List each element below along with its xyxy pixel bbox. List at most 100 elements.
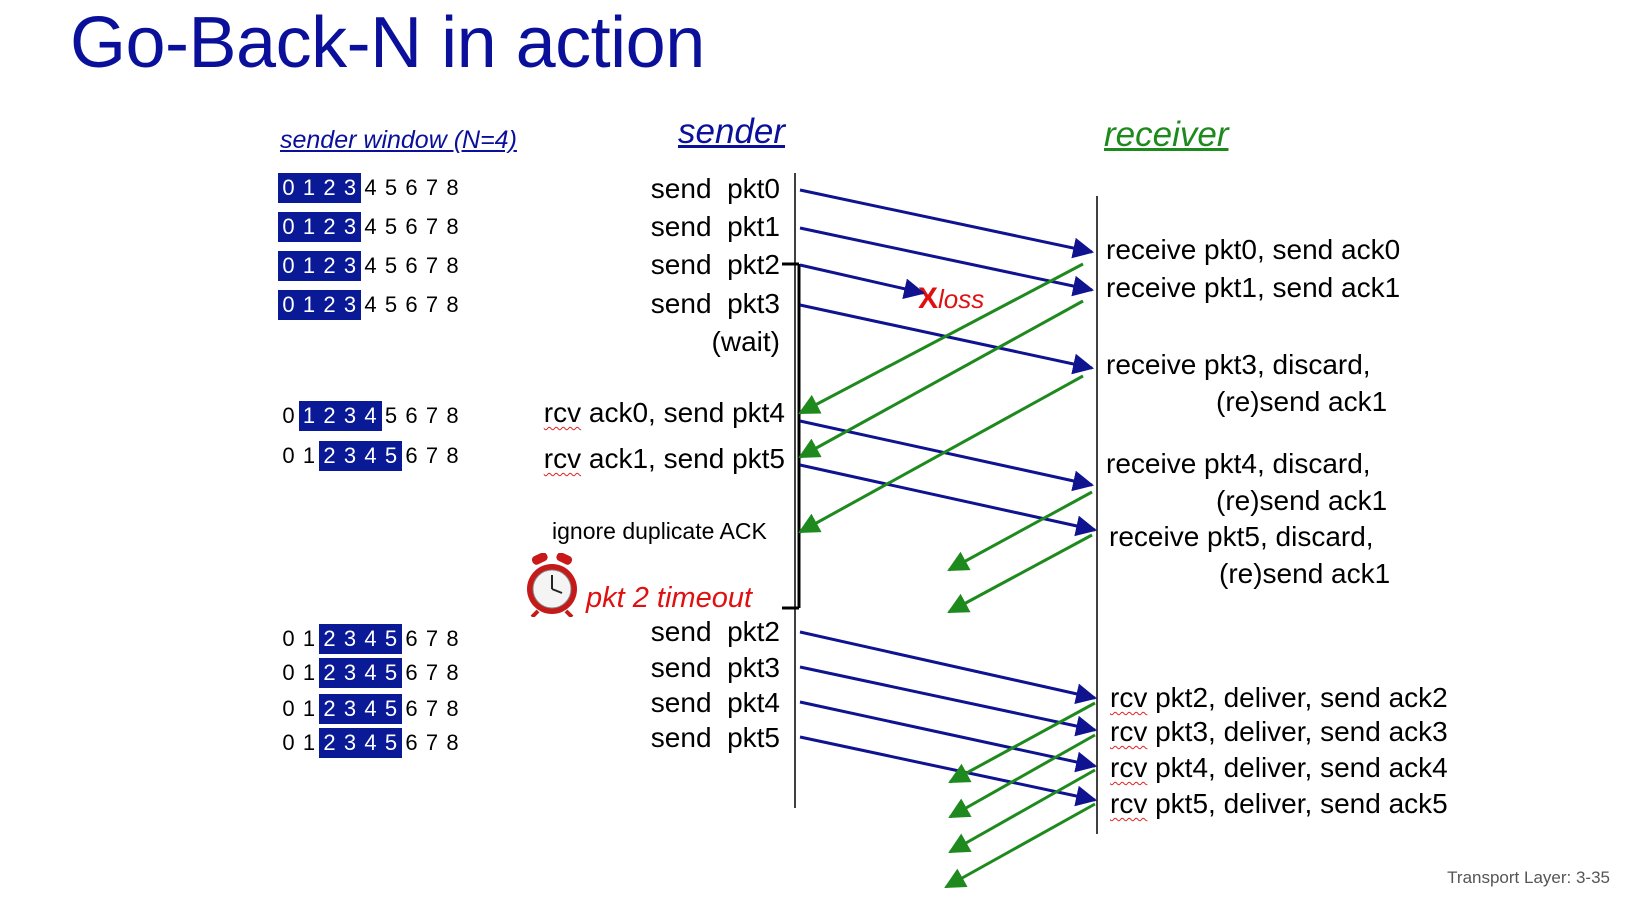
window-highlight [319,658,402,688]
sequence-number: 2 [323,626,336,651]
window-highlight [278,173,361,203]
arrow-pkt2-lost [799,263,926,300]
arrow-pkt5 [799,463,1098,537]
sequence-number: 2 [323,660,336,685]
sequence-number: 1 [302,730,316,755]
sender-event: send pkt4 [651,686,780,720]
receiver-event-text: pkt5, deliver, send ack5 [1147,788,1448,819]
sender-event-text: (wait) [711,326,780,357]
arrow-ack1 [798,299,1084,459]
sequence-number: 6 [405,175,418,200]
loss-label: loss [938,284,985,314]
sequence-number: 5 [384,660,398,685]
sequence-number: 0 [282,292,295,317]
receiver-event: (re)send ack1 [1219,557,1390,591]
sender-event-text: send pkt3 [650,288,780,319]
rcv-word: rcv [543,443,582,474]
arrow-resend-pkt3 [799,665,1098,737]
window-highlight [319,441,402,471]
rcv-word: rcv [1110,752,1148,783]
sequence-number: 8 [446,443,459,468]
sequence-number: 4 [364,253,377,278]
sender-event: send pkt2 [651,615,780,649]
sequence-number: 6 [405,696,418,721]
sender-event-text: send pkt2 [650,616,780,647]
sender-event: send pkt1 [651,210,780,244]
sequence-number: 8 [446,214,459,239]
arrow-dup-ack1-c [947,533,1093,614]
sequence-number: 5 [384,696,398,721]
sender-event-text: ack0, send pkt4 [581,397,785,428]
arrow-ack5 [944,802,1096,889]
sender-window-label: sender window (N=4) [280,126,517,154]
rcv-word: rcv [1110,682,1148,713]
sequence-number: 4 [364,292,377,317]
sequence-number: 1 [302,292,316,317]
sequence-number: 8 [446,175,459,200]
sequence-number: 5 [384,253,398,278]
sequence-number: 6 [405,660,418,685]
sequence-number: 6 [405,626,418,651]
sequence-number: 4 [364,626,377,651]
receiver-event-text: receive pkt0, send ack0 [1106,234,1401,265]
sender-event-text: send pkt4 [650,687,780,718]
receiver-heading: receiver [1104,115,1229,154]
receiver-event: rcv pkt2, deliver, send ack2 [1110,681,1448,715]
sequence-number: 3 [343,214,357,239]
receiver-event: receive pkt0, send ack0 [1106,233,1400,267]
receiver-event-text: pkt4, deliver, send ack4 [1147,752,1448,783]
window-highlight [298,401,382,431]
receiver-event-text: pkt3, deliver, send ack3 [1147,716,1448,747]
sequence-number: 3 [343,253,357,278]
sequence-number: 3 [343,292,357,317]
sequence-number: 1 [302,660,316,685]
sequence-number: 2 [323,214,336,239]
sequence-number: 5 [384,292,398,317]
sequence-number: 7 [425,403,439,428]
sender-event-text: send pkt3 [650,652,780,683]
sender-event: (wait) [712,325,780,359]
sequence-number: 4 [364,660,377,685]
arrow-resend-pkt4 [799,700,1098,773]
receiver-event: receive pkt3, discard, [1106,348,1371,382]
sequence-number: 3 [343,696,357,721]
sender-event: send pkt0 [651,172,780,206]
arrow-ack2 [948,701,1096,784]
receiver-event-text: receive pkt5, discard, [1109,521,1374,552]
sequence-number: 0 [282,443,295,468]
sequence-number: 6 [405,253,418,278]
sender-event-text: send pkt1 [650,211,780,242]
sequence-number: 1 [302,253,316,278]
sequence-number: 5 [384,626,398,651]
page-title: Go-Back-N in action [70,3,705,83]
sequence-number: 7 [425,660,439,685]
sequence-number: 4 [364,443,377,468]
timer-bracket [782,262,801,610]
sequence-number: 1 [302,403,316,428]
sequence-number: 0 [282,730,295,755]
receiver-event: (re)send ack1 [1216,385,1387,419]
rcv-word: rcv [543,397,582,428]
sequence-number: 0 [282,175,295,200]
loss-marker: Xloss [918,282,984,316]
window-highlight [278,290,361,320]
sequence-number: 7 [425,214,439,239]
arrow-ack0 [798,262,1084,415]
sequence-number: 6 [405,292,418,317]
receiver-event-text: receive pkt3, discard, [1106,349,1371,380]
sequence-number: 7 [425,626,439,651]
sender-event: rcv ack1, send pkt5 [544,442,785,476]
sequence-number: 0 [282,214,295,239]
sequence-number: 0 [282,253,295,278]
alarm-clock-icon [527,553,577,617]
sequence-number: 2 [323,730,336,755]
window-highlight [278,212,361,242]
sender-event: send pkt3 [651,287,780,321]
sequence-number: 3 [343,175,357,200]
